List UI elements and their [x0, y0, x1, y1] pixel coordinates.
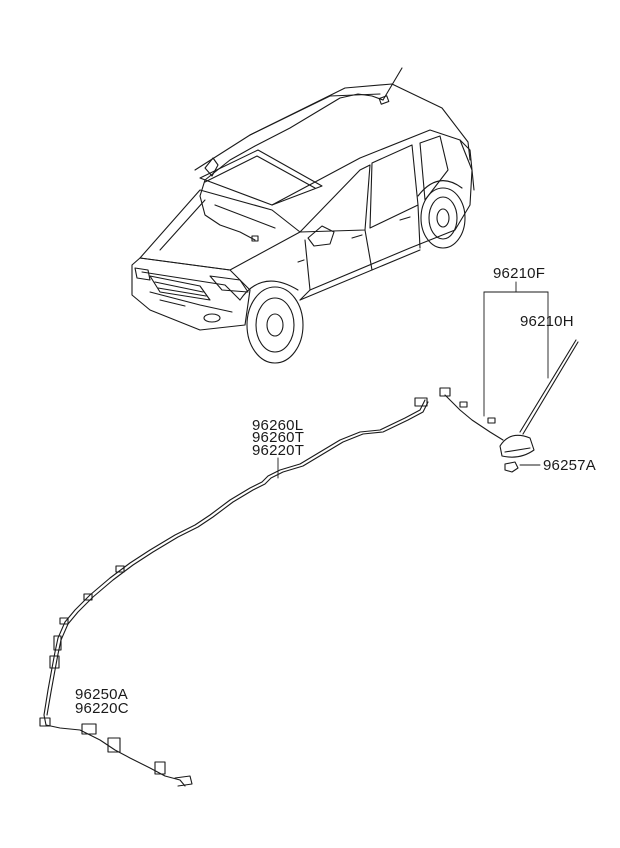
roof-antenna-assembly: [439, 339, 579, 473]
label-96220c: 96220C: [75, 700, 129, 717]
label-96257a: 96257A: [543, 457, 596, 474]
antenna-feeder-cable: [39, 397, 429, 787]
label-96250a: 96250A: [75, 686, 128, 703]
car-illustration: [131, 67, 475, 364]
label-96210h: 96210H: [520, 313, 574, 330]
label-96260l: 96260L: [252, 417, 304, 434]
label-96220t: 96220T: [252, 442, 305, 459]
label-96210f: 96210F: [493, 265, 546, 282]
label-96260t: 96260T: [252, 429, 305, 446]
callout-leaders: [277, 281, 549, 479]
